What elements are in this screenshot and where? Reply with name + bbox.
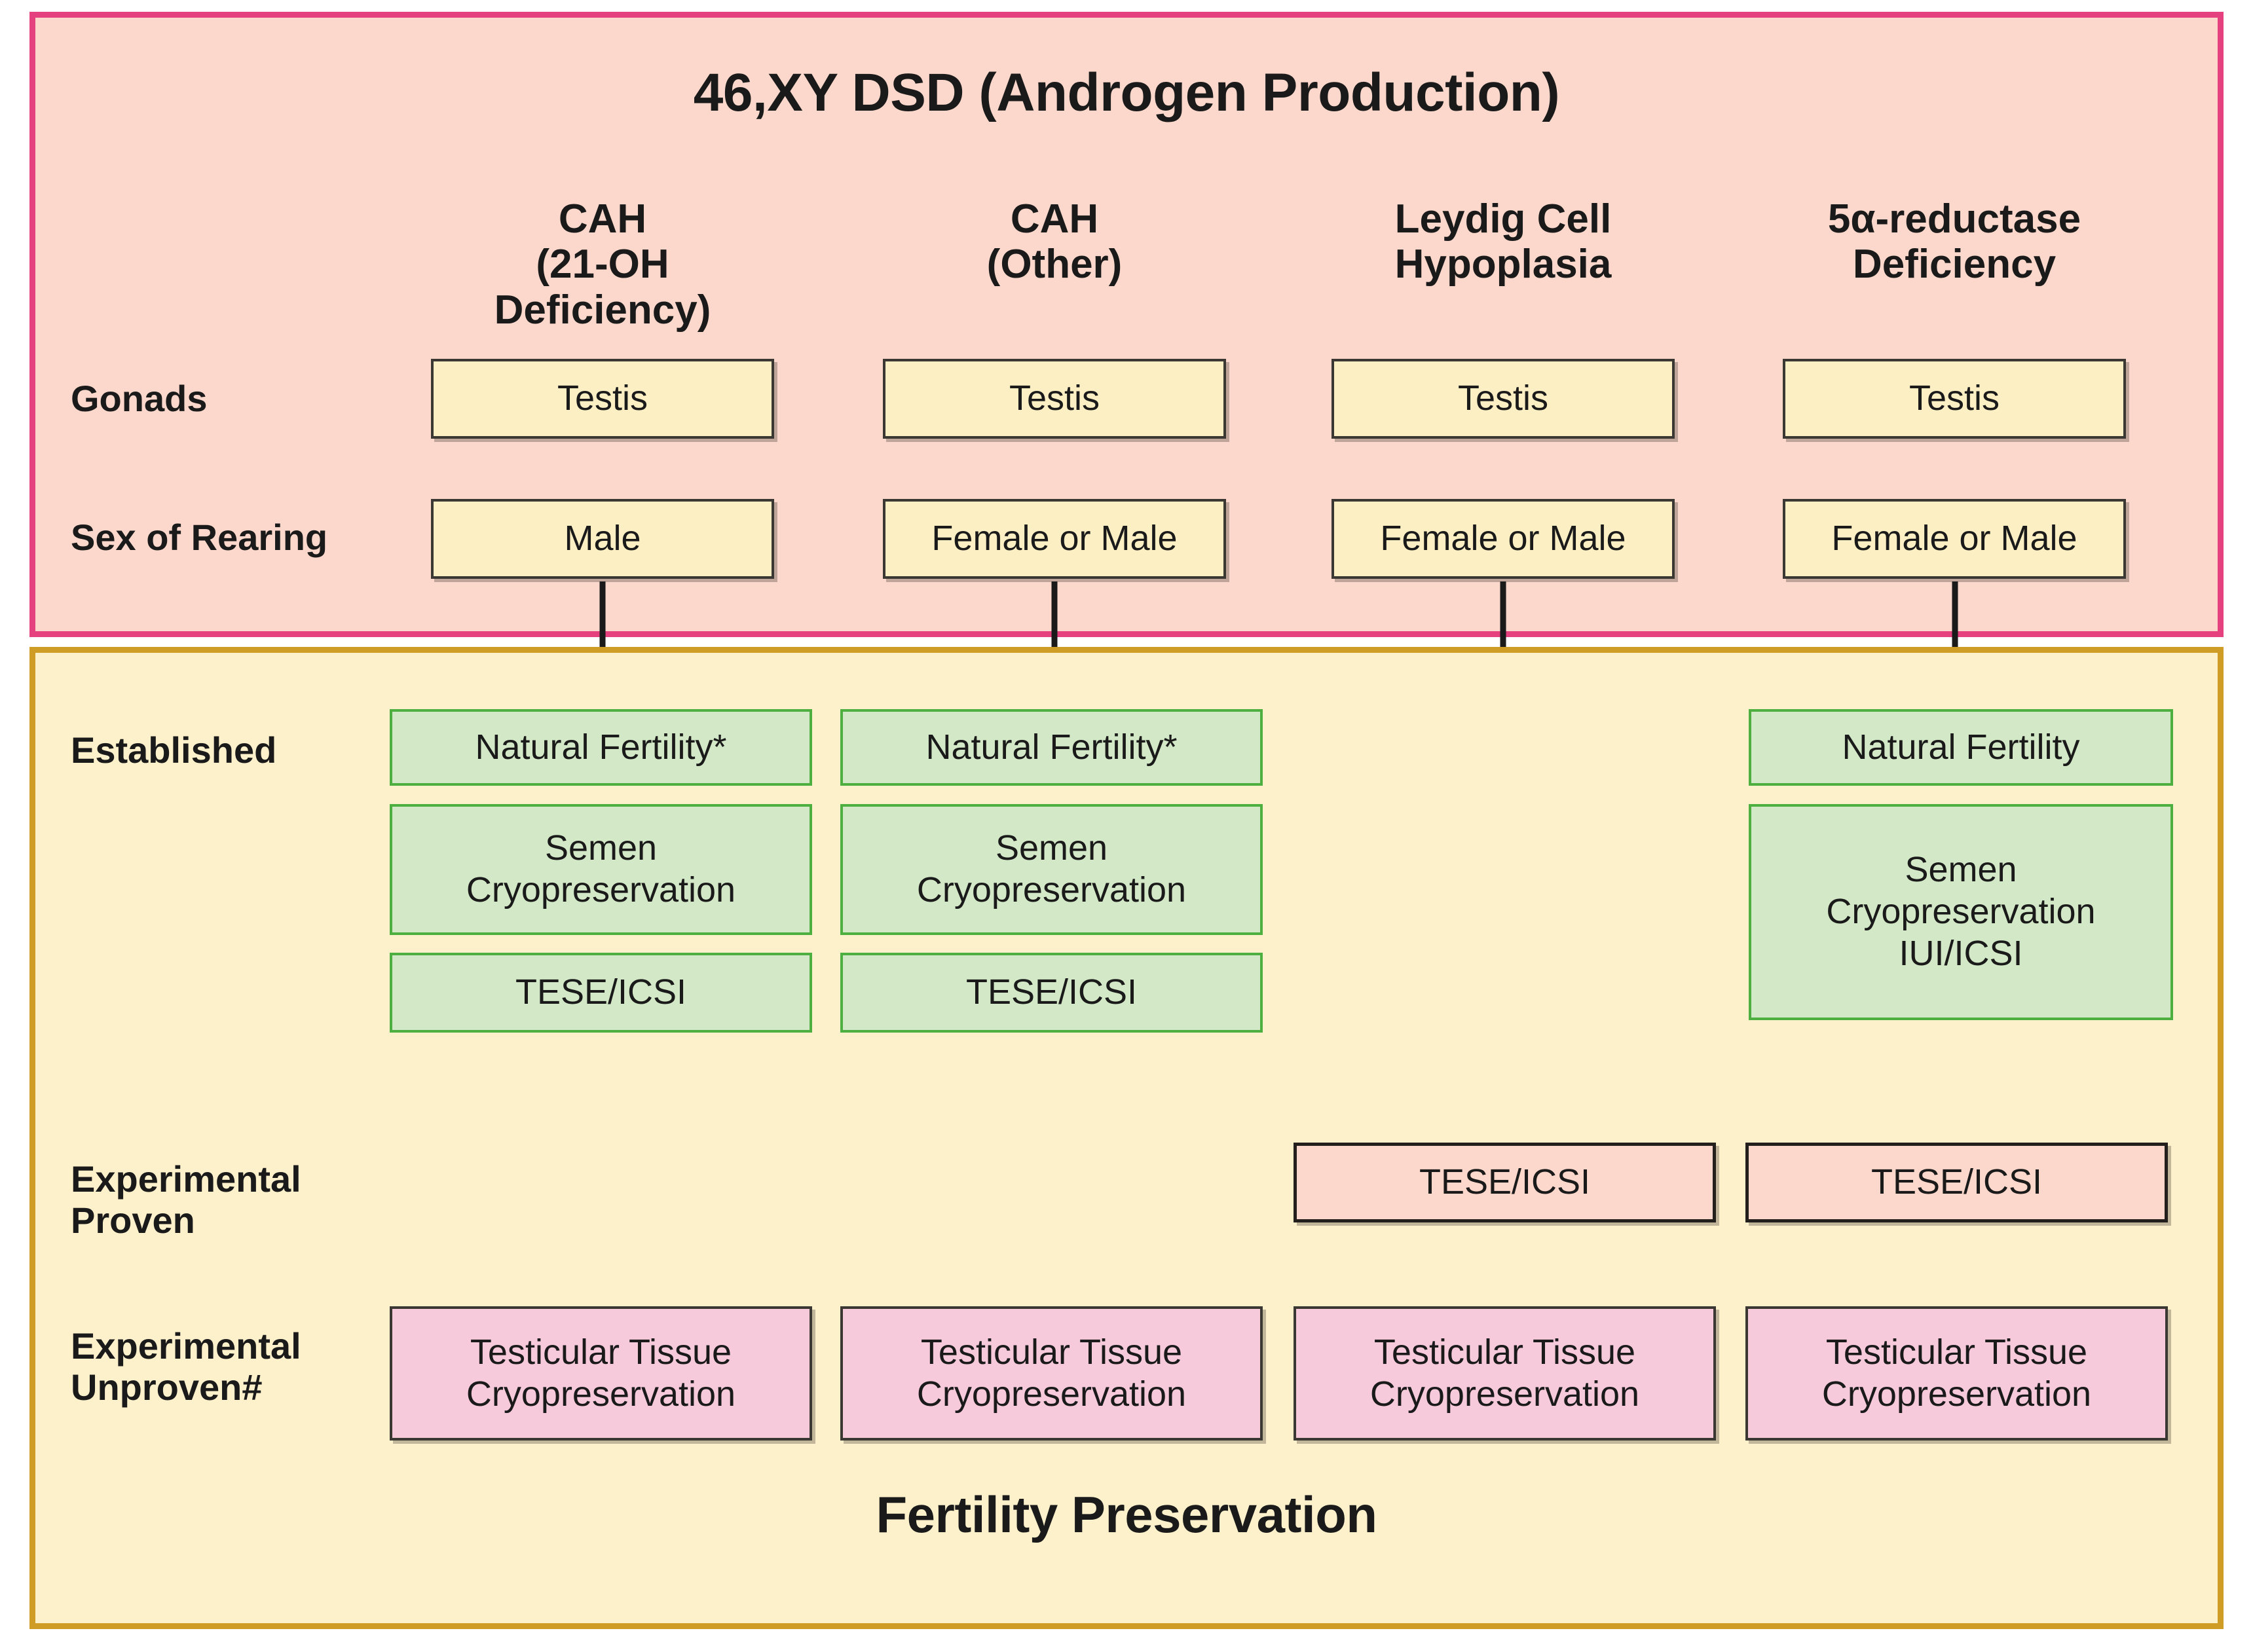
established-col4-item1: Natural Fertility <box>1749 709 2173 786</box>
established-col2-item1: Natural Fertility* <box>840 709 1263 786</box>
column-header-line2: (Other) <box>986 242 1123 287</box>
established-col2-item2: Semen Cryopreservation <box>840 804 1263 935</box>
section-title-fertility-preservation: Fertility Preservation <box>876 1486 1377 1543</box>
sex-of-rearing-cell-cah-21oh: Male <box>431 499 774 579</box>
column-header-cah-21oh: CAH (21-OH Deficiency) <box>431 196 774 333</box>
row-label-gonads: Gonads <box>71 378 208 419</box>
established-col2-item3: TESE/ICSI <box>840 953 1263 1033</box>
row-label-line2: Proven <box>71 1199 195 1241</box>
column-header-line1: Leydig Cell <box>1394 196 1612 242</box>
experimental-proven-col4-item1: TESE/ICSI <box>1745 1143 2168 1222</box>
established-col1-item1: Natural Fertility* <box>390 709 812 786</box>
sex-of-rearing-cell-5ar: Female or Male <box>1783 499 2126 579</box>
row-label-line2: Unproven# <box>71 1366 263 1408</box>
sex-of-rearing-cell-cah-other: Female or Male <box>883 499 1226 579</box>
sex-of-rearing-cell-leydig: Female or Male <box>1331 499 1675 579</box>
column-header-5alpha-reductase-deficiency: 5α-reductase Deficiency <box>1783 196 2126 287</box>
gonads-cell-leydig: Testis <box>1331 359 1675 439</box>
row-label-line1: Experimental <box>71 1158 301 1200</box>
row-label-established: Established <box>71 729 277 771</box>
column-header-line1: CAH <box>1010 196 1099 242</box>
column-header-line2: Hypoplasia <box>1394 242 1612 287</box>
column-header-leydig-cell-hypoplasia: Leydig Cell Hypoplasia <box>1331 196 1675 287</box>
fertility-preservation-panel <box>29 647 2224 1629</box>
established-col1-item3: TESE/ICSI <box>390 953 812 1033</box>
row-label-line1: Experimental <box>71 1325 301 1367</box>
established-col4-item2: Semen Cryopreservation IUI/ICSI <box>1749 804 2173 1020</box>
gonads-cell-cah-21oh: Testis <box>431 359 774 439</box>
column-header-cah-other: CAH (Other) <box>883 196 1226 287</box>
row-label-sex-of-rearing: Sex of Rearing <box>71 517 328 558</box>
experimental-unproven-col4-item1: Testicular Tissue Cryopreservation <box>1745 1306 2168 1441</box>
page-title: 46,XY DSD (Androgen Production) <box>693 63 1560 122</box>
gonads-cell-5ar: Testis <box>1783 359 2126 439</box>
column-header-line1: 5α-reductase <box>1827 196 2081 242</box>
experimental-unproven-col3-item1: Testicular Tissue Cryopreservation <box>1294 1306 1716 1441</box>
gonads-cell-cah-other: Testis <box>883 359 1226 439</box>
row-label-experimental-proven: Experimental Proven <box>71 1158 301 1241</box>
experimental-unproven-col1-item1: Testicular Tissue Cryopreservation <box>390 1306 812 1441</box>
established-col1-item2: Semen Cryopreservation <box>390 804 812 935</box>
row-label-experimental-unproven: Experimental Unproven# <box>71 1325 301 1408</box>
column-header-line2: Deficiency <box>1852 242 2057 287</box>
column-header-line1: CAH <box>558 196 647 242</box>
experimental-unproven-col2-item1: Testicular Tissue Cryopreservation <box>840 1306 1263 1441</box>
experimental-proven-col3-item1: TESE/ICSI <box>1294 1143 1716 1222</box>
column-header-line2: (21-OH Deficiency) <box>494 242 711 333</box>
